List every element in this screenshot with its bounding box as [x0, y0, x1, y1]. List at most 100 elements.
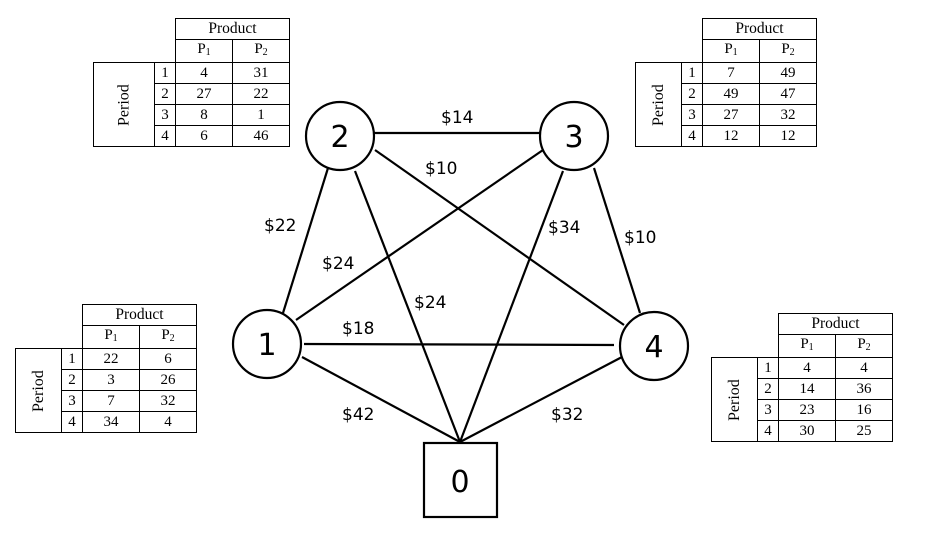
product-table-node-1: Product P1 P2 Period 1 22 6 2 3 26 3 7 3… — [15, 304, 197, 433]
node-0-label: 0 — [450, 465, 469, 500]
p2-cell: 16 — [835, 399, 893, 421]
p2-cell: 4 — [835, 357, 893, 379]
node-2: 2 — [304, 100, 376, 172]
node-0-depot: 0 — [422, 441, 499, 519]
node-1-label: 1 — [257, 328, 276, 363]
edge-label-1-4: $18 — [342, 319, 374, 339]
p2-cell: 1 — [232, 104, 290, 126]
period-label: Period — [711, 357, 758, 442]
p2-header: P2 — [139, 325, 197, 349]
edge-3-0 — [458, 170, 565, 443]
node-2-label: 2 — [330, 120, 349, 155]
p2-cell: 31 — [232, 62, 290, 84]
edge-2-4 — [374, 149, 625, 326]
p1-cell: 23 — [778, 399, 836, 421]
node-4-label: 4 — [644, 330, 663, 365]
period-cell: 4 — [757, 420, 779, 442]
edge-label-3-4: $10 — [624, 228, 656, 248]
period-label: Period — [635, 62, 682, 147]
p1-cell: 4 — [175, 62, 233, 84]
p1-cell: 3 — [82, 369, 140, 391]
product-header: Product — [778, 313, 893, 335]
edge-1-3 — [295, 149, 544, 321]
period-label: Period — [15, 348, 62, 433]
product-header: Product — [175, 18, 290, 40]
edge-label-3-0: $34 — [548, 218, 580, 238]
edge-1-0 — [301, 356, 461, 443]
product-table-node-3: Product P1 P2 Period 1 7 49 2 49 47 3 27… — [635, 18, 817, 147]
node-1: 1 — [231, 308, 303, 380]
period-cell: 4 — [61, 411, 83, 433]
node-3-label: 3 — [564, 120, 583, 155]
p2-cell: 26 — [139, 369, 197, 391]
p1-cell: 27 — [702, 104, 760, 126]
p2-cell: 22 — [232, 83, 290, 105]
p1-cell: 22 — [82, 348, 140, 370]
p1-cell: 8 — [175, 104, 233, 126]
period-cell: 2 — [681, 83, 703, 105]
p1-cell: 7 — [82, 390, 140, 412]
edge-label-4-0: $32 — [551, 405, 583, 425]
p1-cell: 49 — [702, 83, 760, 105]
period-cell: 4 — [154, 125, 176, 147]
period-cell: 2 — [61, 369, 83, 391]
period-cell: 3 — [681, 104, 703, 126]
node-4: 4 — [618, 310, 690, 382]
edge-label-2-4: $10 — [425, 159, 457, 179]
p1-cell: 30 — [778, 420, 836, 442]
p1-cell: 4 — [778, 357, 836, 379]
p2-cell: 25 — [835, 420, 893, 442]
p2-cell: 6 — [139, 348, 197, 370]
p2-cell: 46 — [232, 125, 290, 147]
p1-header: P1 — [778, 334, 836, 358]
node-3: 3 — [538, 100, 610, 172]
edge-2-0 — [353, 170, 462, 443]
p2-cell: 36 — [835, 378, 893, 400]
edge-labels: $14 $10 $22 $24 $24 $34 $10 $18 $42 $32 — [264, 108, 656, 425]
edge-label-1-3: $24 — [322, 254, 354, 274]
period-cell: 4 — [681, 125, 703, 147]
period-cell: 1 — [681, 62, 703, 84]
period-cell: 2 — [757, 378, 779, 400]
p1-header: P1 — [175, 39, 233, 63]
edge-label-2-0: $24 — [414, 293, 446, 313]
p2-cell: 32 — [759, 104, 817, 126]
edge-3-4 — [592, 167, 642, 314]
p2-cell: 4 — [139, 411, 197, 433]
p1-cell: 6 — [175, 125, 233, 147]
period-label: Period — [93, 62, 155, 147]
product-table-node-4: Product P1 P2 Period 1 4 4 2 14 36 3 23 … — [711, 313, 893, 442]
p1-cell: 12 — [702, 125, 760, 147]
product-table-node-2: Product P1 P2 Period 1 4 31 2 27 22 3 8 … — [93, 18, 290, 147]
edge-4-0 — [459, 356, 623, 443]
period-cell: 1 — [154, 62, 176, 84]
period-cell: 3 — [154, 104, 176, 126]
edge-label-2-1: $22 — [264, 216, 296, 236]
period-cell: 1 — [61, 348, 83, 370]
period-cell: 2 — [154, 83, 176, 105]
p1-header: P1 — [702, 39, 760, 63]
edge-label-1-0: $42 — [342, 405, 374, 425]
product-header: Product — [82, 304, 197, 326]
p1-header: P1 — [82, 325, 140, 349]
p1-cell: 34 — [82, 411, 140, 433]
edge-2-1 — [281, 167, 330, 314]
p2-header: P2 — [759, 39, 817, 63]
p2-cell: 12 — [759, 125, 817, 147]
p1-cell: 7 — [702, 62, 760, 84]
edges — [281, 131, 642, 443]
edge-1-4 — [303, 342, 615, 347]
p2-cell: 47 — [759, 83, 817, 105]
nodes: 2 3 1 4 0 — [231, 100, 690, 519]
period-cell: 3 — [61, 390, 83, 412]
p2-header: P2 — [835, 334, 893, 358]
edge-label-2-3: $14 — [441, 108, 473, 128]
p1-cell: 27 — [175, 83, 233, 105]
period-cell: 1 — [757, 357, 779, 379]
product-header: Product — [702, 18, 817, 40]
p1-cell: 14 — [778, 378, 836, 400]
p2-header: P2 — [232, 39, 290, 63]
p2-cell: 32 — [139, 390, 197, 412]
period-cell: 3 — [757, 399, 779, 421]
